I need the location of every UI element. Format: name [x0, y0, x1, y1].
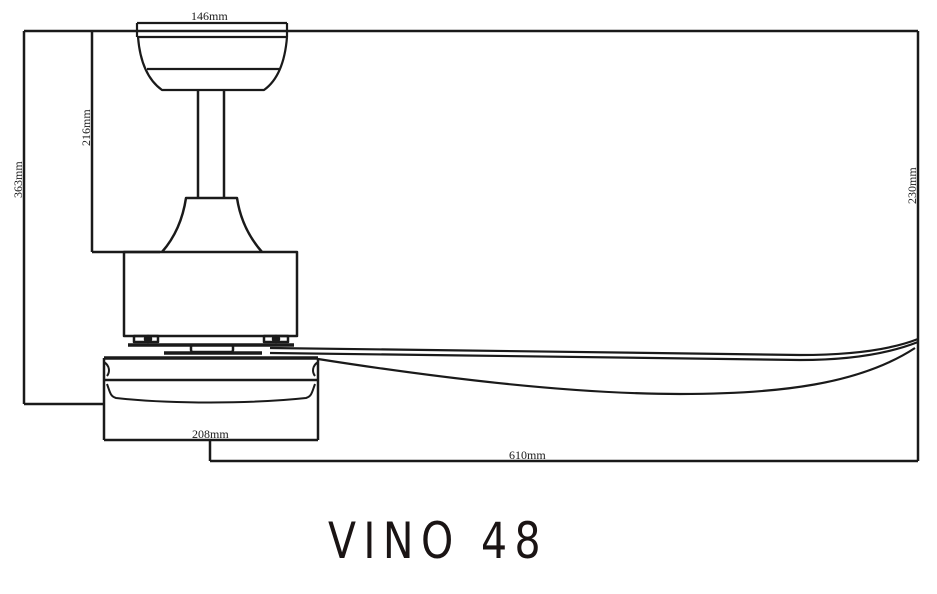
- canopy-motor-height-label: 216mm: [79, 109, 93, 146]
- overall-height-label: 363mm: [11, 161, 25, 198]
- blade-reach-label: 610mm: [509, 448, 546, 462]
- blade-tip-height-label: 230mm: [905, 167, 919, 204]
- ceiling-canopy: [135, 21, 289, 92]
- blade: [269, 337, 919, 396]
- light-kit: [102, 356, 320, 442]
- blade-reach-dimension: [208, 440, 918, 463]
- canopy-width-label: 146mm: [191, 9, 228, 23]
- downrod: [196, 90, 226, 198]
- motor-collar: [161, 196, 263, 253]
- canopy-motor-height-dimension: [90, 31, 160, 254]
- blade-bracket: [128, 334, 294, 355]
- motor-housing: [122, 250, 299, 338]
- light-kit-width-label: 208mm: [192, 427, 229, 441]
- overall-height-dimension: [22, 31, 104, 406]
- model-title: VINO 48: [328, 512, 548, 570]
